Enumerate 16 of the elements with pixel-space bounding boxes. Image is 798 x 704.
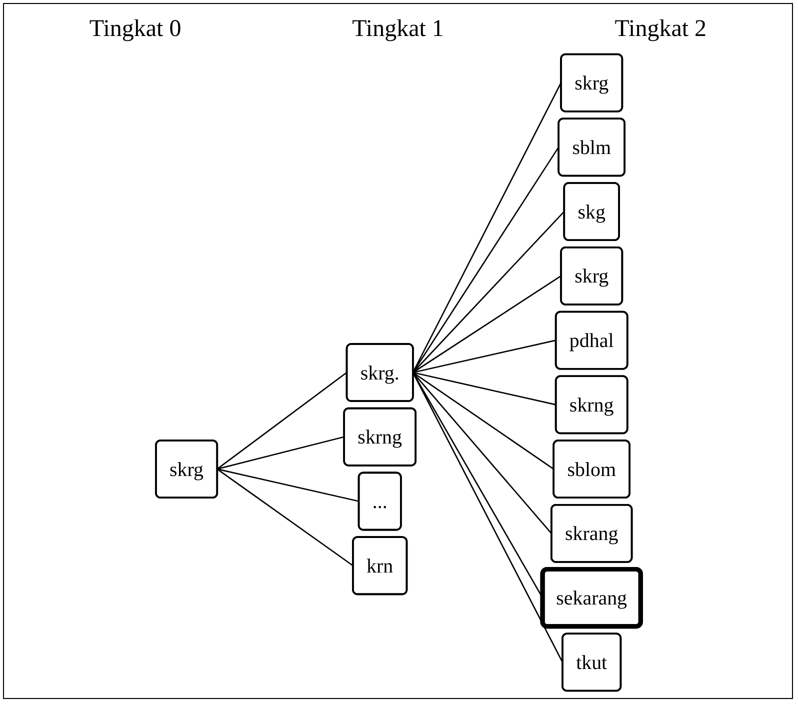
connector [216,436,344,470]
connector [216,468,359,502]
connector [412,372,563,662]
connector [216,372,347,470]
connector [412,275,562,374]
column-heading: Tingkat 2 [614,16,707,43]
column-heading: Tingkat 0 [89,16,182,43]
connector [412,372,552,534]
connector [412,211,564,373]
column-heading: Tingkat 1 [352,16,444,43]
connector [412,146,559,373]
connector [412,372,556,406]
connector [412,372,554,470]
connector [412,340,556,374]
connector [216,468,354,566]
connector [412,82,562,373]
